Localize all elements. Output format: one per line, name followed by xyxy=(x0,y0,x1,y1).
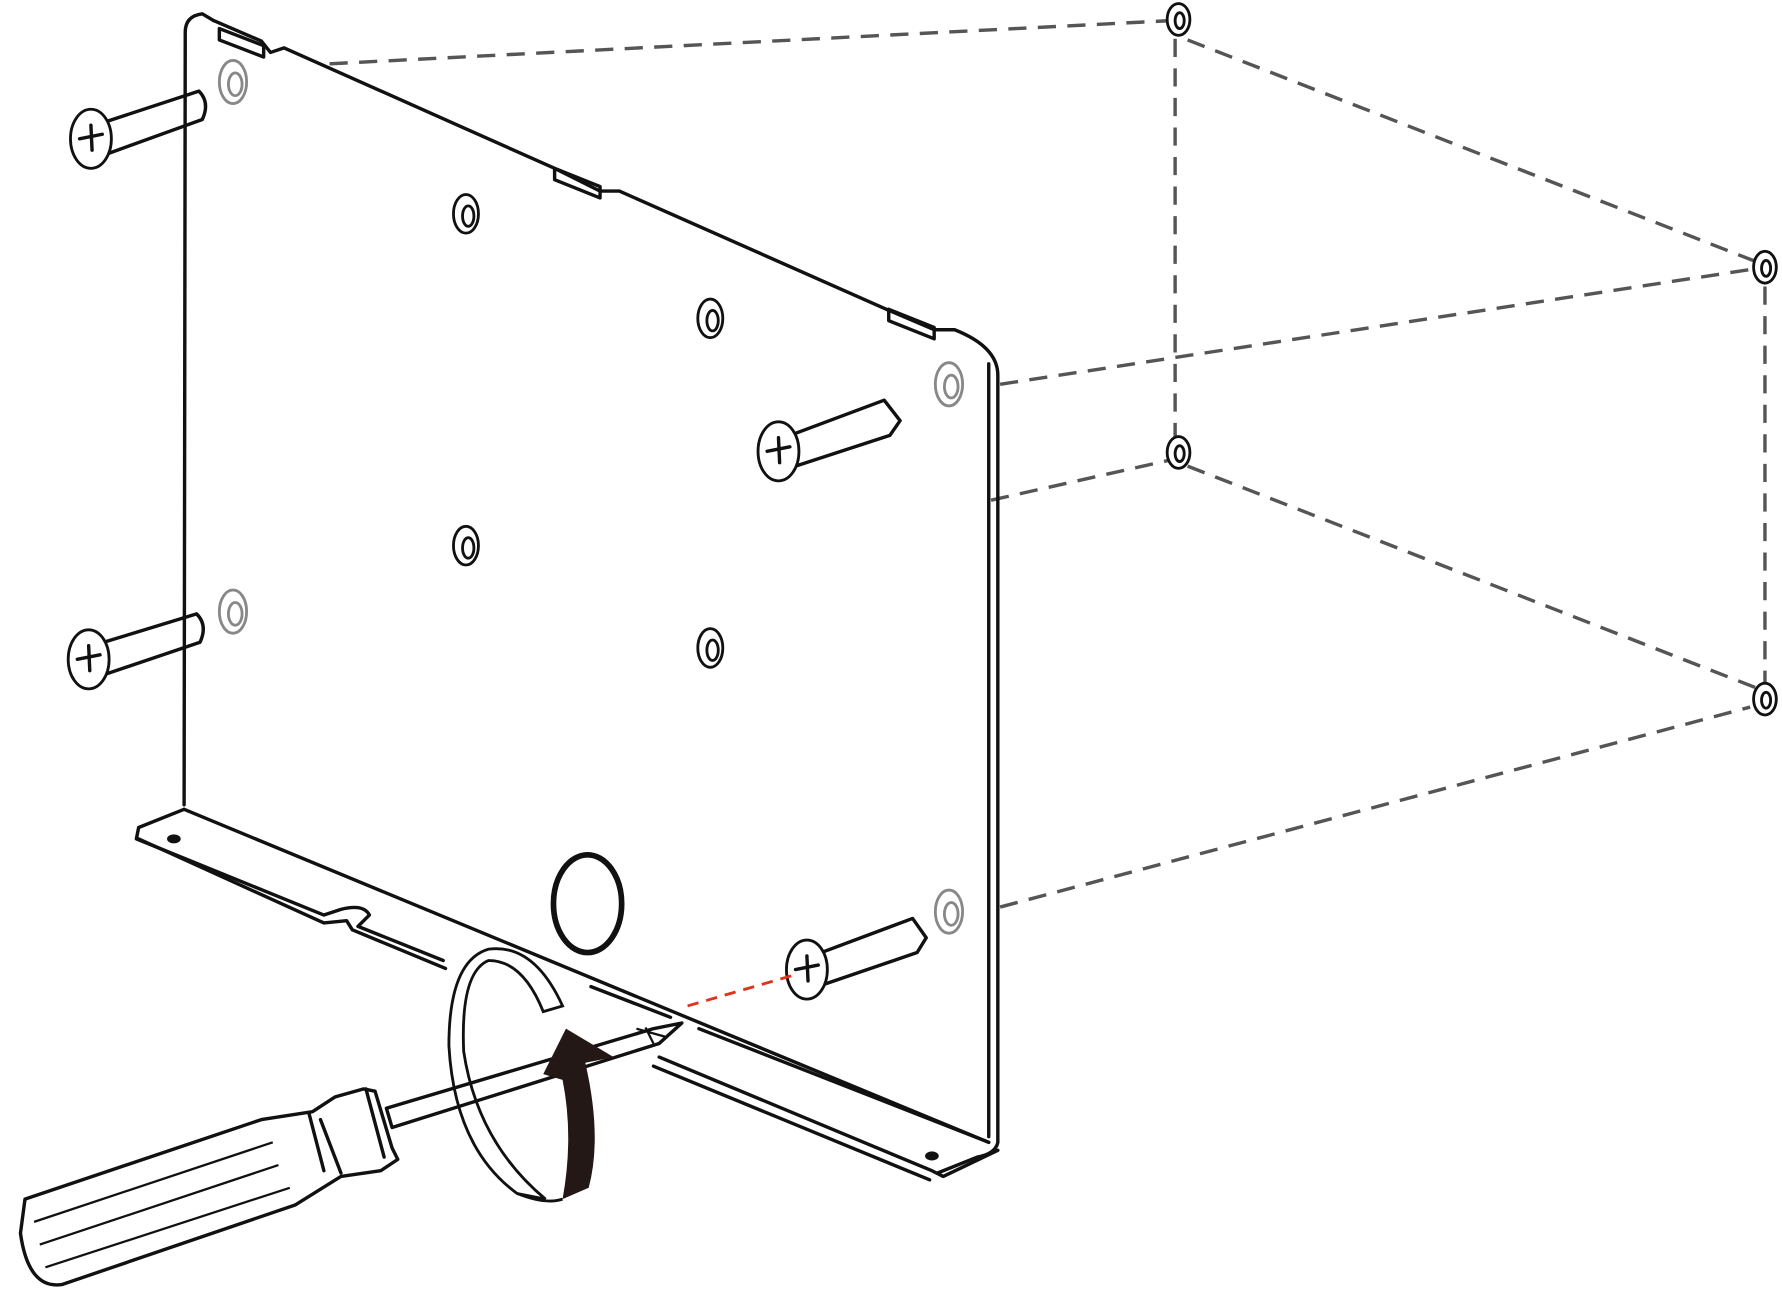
screws xyxy=(66,89,928,1001)
plate-holes xyxy=(217,58,965,956)
screwdriver-icon xyxy=(18,1021,684,1287)
mounting-plate xyxy=(134,12,1000,1182)
guide-box xyxy=(329,18,1767,909)
cable-hole xyxy=(550,851,625,956)
screw-icon xyxy=(69,89,208,170)
screw-icon xyxy=(756,398,902,483)
rotation-arrow-icon xyxy=(447,947,565,1201)
screw-icon xyxy=(66,612,205,691)
wall-holes xyxy=(1165,2,1778,717)
screw-icon xyxy=(785,916,928,1001)
alignment-line xyxy=(687,973,794,1008)
rotation-arrow-head xyxy=(516,1028,614,1203)
